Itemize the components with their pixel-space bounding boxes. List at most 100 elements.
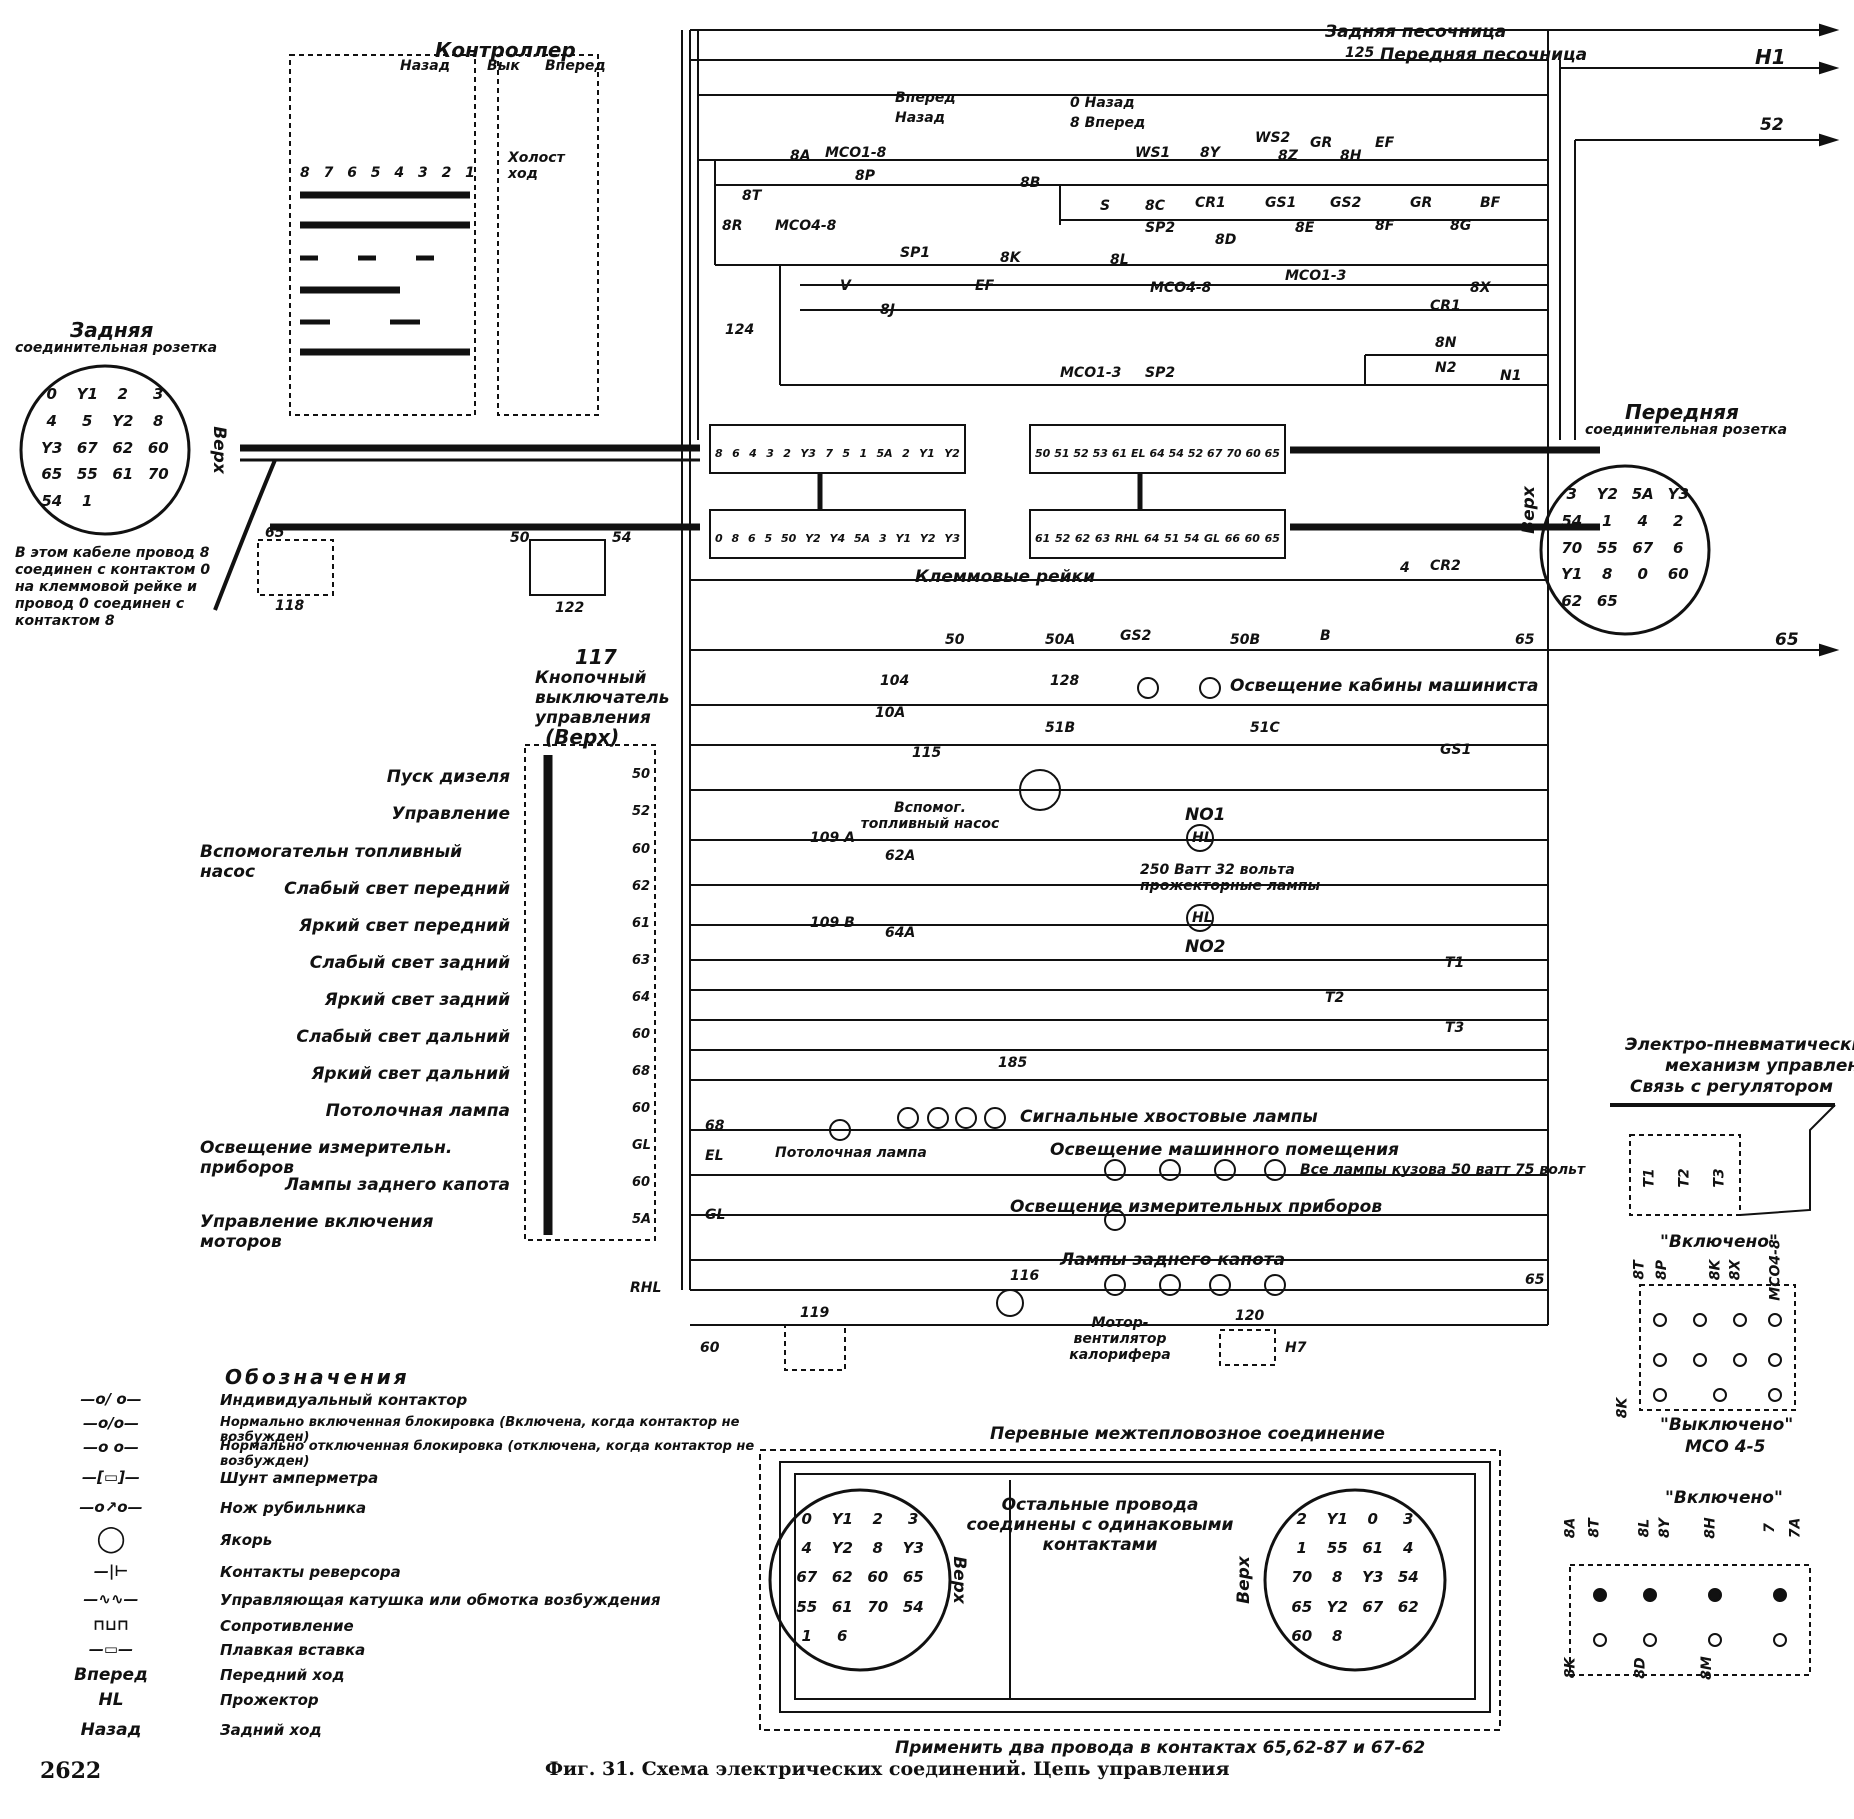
wire-b-label: B — [1320, 628, 1331, 644]
wire-cr2-label: CR2 — [1430, 558, 1461, 574]
jumper-left-pins: 0 Y1 2 3 4 Y2 8 Y3 67 62 60 65 55 61 70 … — [790, 1510, 930, 1650]
mco-lower-tag: 8H — [1702, 1517, 1719, 1539]
switch-row[interactable]: Управление включения моторов 5A — [200, 1210, 670, 1252]
rear-socket-top-label: Верх — [208, 426, 229, 474]
no1-label: NO1 — [1185, 805, 1226, 825]
legend-row: —o↗o— Нож рубильника — [50, 1496, 770, 1522]
socket-pin: 1 — [801, 1626, 812, 1645]
label-el: EL — [705, 1148, 724, 1164]
label-h7: H7 — [1285, 1340, 1307, 1356]
mco45-tag: 8K — [1614, 1397, 1631, 1419]
socket-pin: 0 — [1637, 565, 1648, 584]
contact-label: 8T — [742, 188, 762, 204]
gauge-light-label: Освещение измерительных приборов — [1010, 1197, 1383, 1217]
socket-pin: 54 — [902, 1597, 924, 1616]
switch-row-terminal: GL — [632, 1138, 651, 1153]
switch-row-label: Слабый свет дальний — [296, 1027, 510, 1047]
front-socket-top-label: Верх — [1518, 486, 1539, 534]
terminal-label: Y3 — [800, 447, 816, 460]
mco45-tag: 8P — [1654, 1259, 1671, 1281]
controller-back-label: Назад — [400, 58, 451, 74]
socket-pin: 65 — [1596, 592, 1618, 611]
label-50: 50 — [510, 530, 530, 546]
switch-row-terminal: 60 — [632, 1175, 651, 1190]
contact-label: MCO4-8 — [1150, 280, 1212, 296]
legend-symbol: —o o— — [83, 1438, 139, 1456]
mco-lower-tag: 8A — [1562, 1517, 1579, 1539]
switch-row-terminal: 60 — [632, 1027, 651, 1042]
contact-label: SP2 — [1145, 220, 1176, 236]
switch-row[interactable]: Слабый свет задний 63 — [200, 951, 670, 981]
contact-label: GR — [1410, 195, 1433, 211]
terminal-label: 51 — [1054, 447, 1070, 460]
contact-label: 8D — [1215, 232, 1237, 248]
socket-pin: 1 — [1296, 1539, 1307, 1558]
wire-51b-label: 51B — [1045, 720, 1076, 736]
socket-pin: 8 — [153, 411, 164, 430]
switch-row[interactable]: Освещение измерительн. приборов GL — [200, 1136, 670, 1178]
terminal-label: 8 — [731, 532, 740, 545]
fuse-10a-label: 10A — [875, 705, 906, 721]
socket-pin: 8 — [1332, 1626, 1343, 1645]
socket-pin: 4 — [801, 1539, 812, 1558]
mco45-tag: 8K — [1707, 1259, 1724, 1281]
switch-row[interactable]: Яркий свет дальний 68 — [200, 1062, 670, 1092]
switch-row[interactable]: Лампы заднего капота 60 — [200, 1173, 670, 1203]
hl2-label: HL — [1192, 910, 1213, 926]
switch-row[interactable]: Яркий свет задний 64 — [200, 988, 670, 1018]
switch-row[interactable]: Управление 52 — [200, 802, 670, 832]
switch-row[interactable]: Вспомогательн топливный насос 60 — [200, 840, 670, 882]
label-116: 116 — [1010, 1268, 1040, 1284]
mco-lower-tag: 8K — [1562, 1657, 1579, 1679]
wire-65-label: 65 — [1515, 632, 1535, 648]
no2-label: NO2 — [1185, 937, 1226, 957]
contact-label: N2 — [1435, 360, 1457, 376]
terminal-label: 54 — [1168, 447, 1184, 460]
terminal-label: 5A — [876, 447, 893, 460]
controller-off-label: Вык — [487, 58, 520, 74]
contact-label: SP2 — [1145, 365, 1176, 381]
contact-label: S — [1100, 198, 1111, 214]
output-h1-label: H1 — [1755, 45, 1786, 69]
terminal-label: 62 — [1074, 532, 1091, 545]
legend-row: ◯ Якорь — [50, 1524, 770, 1554]
jumper-title: Перевные межтепловозное соединение — [990, 1424, 1385, 1444]
jumper-right-pins: 2 Y1 0 3 1 55 61 4 70 8 Y3 54 65 Y2 67 6… — [1285, 1510, 1425, 1650]
legend-row: —o o— Нормально отключенная блокировка (… — [50, 1436, 770, 1469]
rear-socket-note: В этом кабеле провод 8 соединен с контак… — [15, 545, 211, 629]
terminal-label: 51 — [1164, 532, 1180, 545]
legend-title: Обозначения — [225, 1365, 410, 1389]
terminal-label: Y2 — [944, 447, 960, 460]
epm-coil-label: T3 — [1711, 1168, 1728, 1188]
page-number: 2622 — [40, 1758, 102, 1784]
contact-label: WS2 — [1255, 130, 1291, 146]
switch-row[interactable]: Потолочная лампа 60 — [200, 1099, 670, 1129]
socket-pin: 60 — [147, 438, 169, 457]
mco-lower-on-label: "Включено" — [1665, 1488, 1783, 1508]
switch-row-terminal: 52 — [632, 804, 651, 819]
mco45-on-label: "Включено" — [1660, 1232, 1778, 1252]
legend-symbol: —o/ o— — [80, 1390, 142, 1408]
label-rhl: RHL — [630, 1280, 662, 1296]
switch-row[interactable]: Яркий свет передний 61 — [200, 914, 670, 944]
terminal-label: 60 — [1244, 532, 1260, 545]
switch-row[interactable]: Слабый свет передний 62 — [200, 877, 670, 907]
body-lamps-label: Все лампы кузова 50 ватт 75 вольт — [1300, 1162, 1586, 1178]
socket-pin: Y2 — [1596, 485, 1618, 503]
switch-row[interactable]: Слабый свет дальний 60 — [200, 1025, 670, 1055]
contact-label: EF — [1375, 135, 1395, 151]
epm-coil-label: T1 — [1641, 1168, 1658, 1188]
socket-pin: Y3 — [1667, 485, 1689, 503]
terminal-label: 60 — [1245, 447, 1261, 460]
socket-pin: 55 — [1326, 1539, 1348, 1558]
mco45-tag: MCO4-8 — [1767, 1239, 1784, 1301]
contact-label: 8J — [880, 302, 895, 318]
terminal-label: 6 — [747, 532, 756, 545]
reverser-back-label: Назад — [895, 110, 946, 126]
legend-text: Задний ход — [220, 1721, 322, 1739]
socket-pin: 4 — [1403, 1539, 1414, 1558]
switch-row[interactable]: Пуск дизеля 50 — [200, 765, 670, 795]
terminal-label: 2 — [902, 447, 910, 460]
contact-label: 8G — [1450, 218, 1472, 234]
